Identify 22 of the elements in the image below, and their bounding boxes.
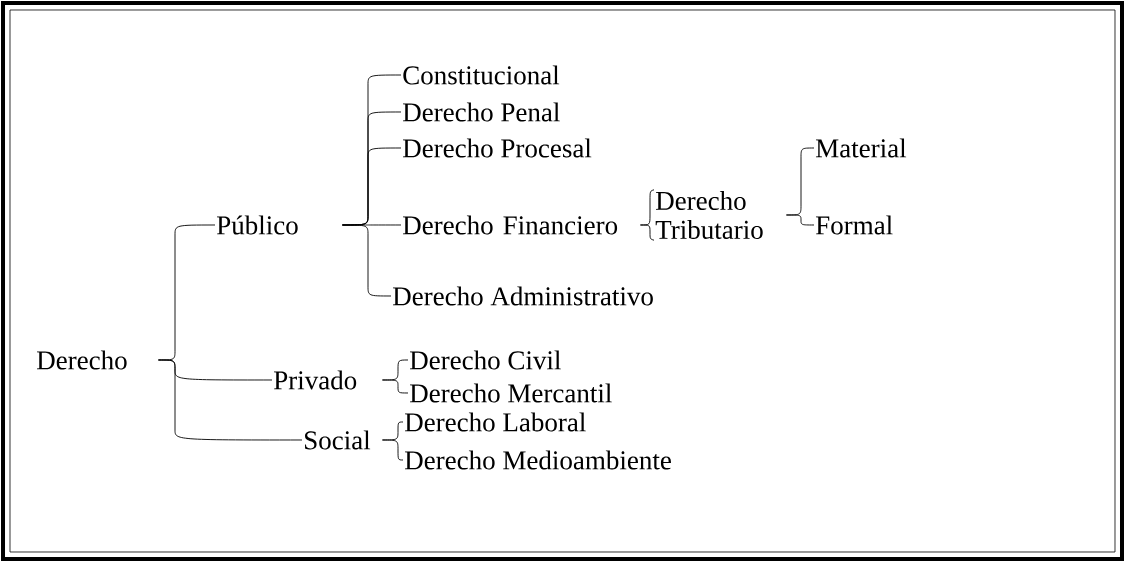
- node-text: Derecho Laboral: [405, 412, 586, 432]
- node-text: Público: [217, 215, 298, 235]
- node-text: Material: [816, 138, 907, 158]
- brace-line: [341, 224, 392, 297]
- node-text: Constitucional: [403, 65, 560, 85]
- node-text: Derecho Tributario: [655, 191, 763, 239]
- node-text: Social: [305, 430, 371, 450]
- node-text: Derecho Penal: [403, 102, 560, 122]
- node-text: Derecho Procesal: [403, 138, 592, 158]
- node-text: Derecho Administrativo: [393, 286, 653, 306]
- brace-line: [639, 189, 655, 241]
- brace-line: [381, 439, 404, 461]
- node-text: Privado: [274, 370, 357, 390]
- node-text: Derecho: [37, 350, 127, 370]
- node-text: Derecho Medioambiente: [405, 450, 671, 470]
- node-text: Derecho Mercantil: [410, 383, 612, 403]
- node-text: Formal: [816, 215, 893, 235]
- node-text: Derecho Civil: [410, 350, 561, 370]
- node-text: Derecho Financiero: [403, 215, 618, 235]
- brace-line: [785, 214, 815, 226]
- brace-line: [381, 379, 409, 394]
- brace-line: [157, 359, 303, 441]
